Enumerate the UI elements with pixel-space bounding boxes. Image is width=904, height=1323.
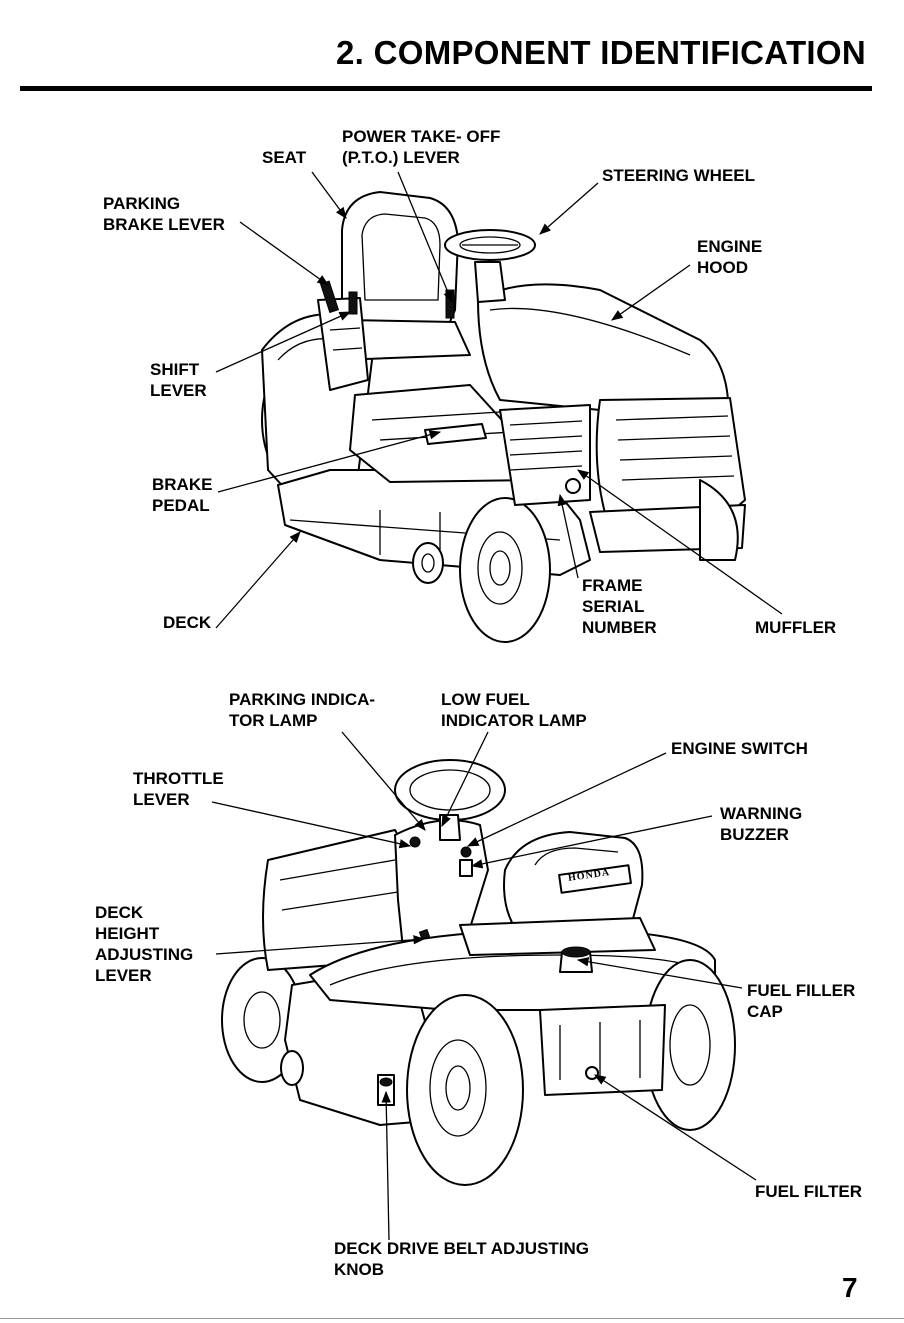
label-engine-hood: ENGINE HOOD: [697, 237, 763, 277]
label-deck-height-adjusting-lever: DECK HEIGHT ADJUSTING LEVER: [95, 903, 194, 985]
front-view-tractor: [261, 191, 746, 643]
label-steering-wheel: STEERING WHEEL: [602, 166, 756, 185]
label-fuel-filter: FUEL FILTER: [755, 1182, 863, 1201]
label-frame-serial-number: FRAME SERIAL NUMBER: [582, 576, 657, 637]
rear-view-tractor: [221, 759, 736, 1186]
label-engine-switch: ENGINE SWITCH: [671, 739, 808, 758]
label-pto-lever: (P.T.O.) LEVER: [342, 148, 460, 167]
page-title: 2. COMPONENT IDENTIFICATION: [336, 34, 866, 71]
title-rule: [20, 86, 872, 91]
label-warning-buzzer: WARNING BUZZER: [720, 804, 803, 844]
label-throttle-lever: THROTTLE LEVER: [133, 769, 224, 809]
label-deck: DECK: [163, 613, 212, 632]
label-shift-lever: SHIFT LEVER: [150, 360, 207, 400]
label-low-fuel-indicator-lamp: LOW FUEL INDICATOR LAMP: [441, 690, 587, 730]
label-deck-drive-belt-adjusting-knob: DECK DRIVE BELT ADJUSTING KNOB: [334, 1239, 590, 1279]
label-power-takeoff-lever: POWER TAKE- OFF: [342, 127, 501, 146]
page-number: 7: [842, 1272, 858, 1303]
label-fuel-filler-cap: FUEL FILLER CAP: [747, 981, 856, 1021]
label-brake-pedal: BRAKE PEDAL: [152, 475, 213, 515]
label-seat: SEAT: [262, 148, 307, 167]
label-parking-brake-lever: PARKING BRAKE LEVER: [103, 194, 225, 234]
bottom-rule: [0, 1318, 904, 1319]
label-muffler: MUFFLER: [755, 618, 837, 637]
label-parking-indicator-lamp: PARKING INDICA- TOR LAMP: [229, 690, 376, 730]
